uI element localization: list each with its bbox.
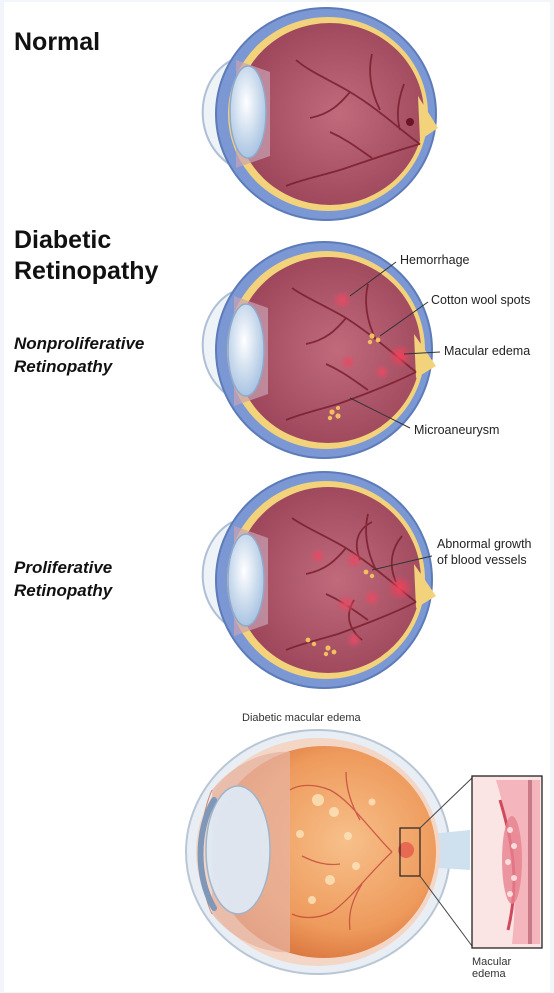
heading-proliferative-line2: Retinopathy (14, 579, 112, 602)
eye-macular-edema (186, 730, 542, 974)
heading-nonproliferative-line2: Retinopathy (14, 355, 112, 378)
eye-nonproliferative (203, 242, 440, 458)
callout-hemorrhage: Hemorrhage (400, 252, 469, 268)
heading-proliferative-line1: Proliferative (14, 556, 112, 579)
heading-nonproliferative-line1: Nonproliferative (14, 332, 144, 355)
callout-macular-edema: Macular edema (444, 343, 530, 359)
callout-abnormal-growth-line2: of blood vessels (437, 552, 527, 568)
heading-normal: Normal (14, 27, 100, 57)
heading-diabetic-line1: Diabetic (14, 225, 111, 255)
inset-label-line2: edema (472, 968, 506, 980)
inset-box (472, 776, 542, 948)
heading-diabetic-line2: Retinopathy (14, 256, 158, 286)
eye-proliferative (203, 472, 436, 688)
hemorrhage-spot (332, 290, 352, 310)
callout-cotton-wool-spots: Cotton wool spots (431, 292, 530, 308)
callout-abnormal-growth-line1: Abnormal growth (437, 536, 532, 552)
callout-microaneurysm: Microaneurysm (414, 422, 499, 438)
inset-label-line1: Macular (472, 956, 511, 968)
eye-normal (203, 8, 438, 220)
bottom-title: Diabetic macular edema (242, 710, 361, 726)
